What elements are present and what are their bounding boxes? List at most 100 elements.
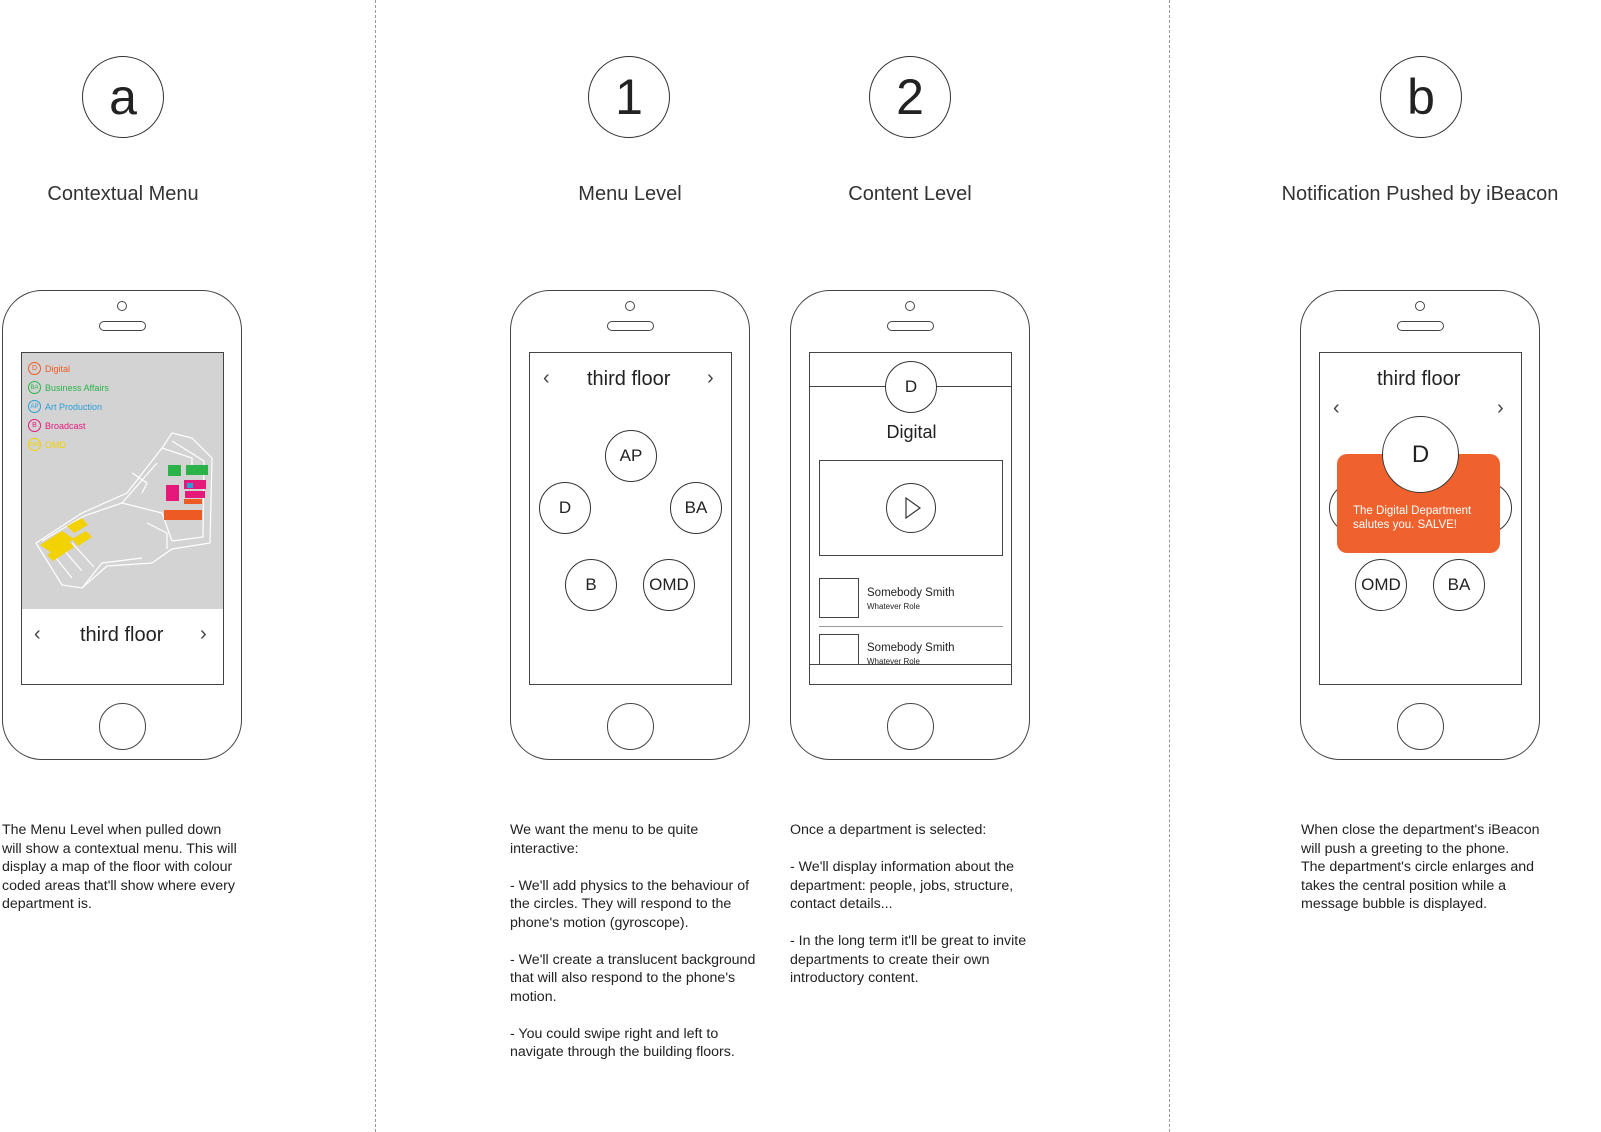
description-line: When close the department's iBeacon will… <box>1301 822 1540 857</box>
phone-screen: third floor ‹ › B AP The Digital Departm… <box>1319 352 1522 685</box>
floor-map: D Digital BA Business Affairs AP Art Pro… <box>22 353 223 609</box>
phone-mockup-content-level: D Digital Somebody Smith Whatever Role S… <box>790 290 1030 760</box>
area-omd <box>47 541 74 561</box>
legend-item-business-affairs[interactable]: BA Business Affairs <box>28 381 109 394</box>
legend-item-digital[interactable]: D Digital <box>28 362 70 375</box>
legend-label: Broadcast <box>45 420 86 431</box>
description-paragraph: - In the long term it'll be great to inv… <box>790 933 1027 986</box>
step-title-b: Notification Pushed by iBeacon <box>1281 183 1559 205</box>
chevron-right-icon[interactable]: › <box>1497 397 1504 419</box>
area-art-production <box>187 483 193 488</box>
video-player[interactable] <box>819 460 1003 556</box>
description-paragraph: - We'll display information about the de… <box>790 859 1015 912</box>
home-button-icon <box>99 703 146 750</box>
camera-icon <box>625 301 635 311</box>
area-omd <box>72 531 92 546</box>
phone-mockup-notification: third floor ‹ › B AP The Digital Departm… <box>1300 290 1540 760</box>
legend-badge: D <box>28 362 41 375</box>
department-node-ba[interactable]: BA <box>670 482 722 534</box>
chevron-left-icon[interactable]: ‹ <box>543 367 550 389</box>
floor-label: third floor <box>587 368 671 390</box>
floor-label: third floor <box>1377 368 1461 390</box>
section-divider <box>375 0 376 1132</box>
person-name: Somebody Smith <box>867 587 955 599</box>
legend-item-omd[interactable]: OMD OMD <box>28 438 66 451</box>
step-marker-1: 1 <box>588 56 670 138</box>
step-title-1: Menu Level <box>578 183 682 205</box>
department-node-d: D <box>885 361 937 413</box>
person-role: Whatever Role <box>867 602 920 611</box>
chevron-left-icon[interactable]: ‹ <box>1333 397 1340 419</box>
chevron-left-icon[interactable]: ‹ <box>34 623 41 645</box>
section-divider <box>1169 0 1170 1132</box>
footer-bar <box>810 664 1011 684</box>
step-marker-a: a <box>82 56 164 138</box>
legend-item-broadcast[interactable]: B Broadcast <box>28 419 86 432</box>
camera-icon <box>117 301 127 311</box>
legend-badge: B <box>28 419 41 432</box>
floor-label: third floor <box>80 624 164 646</box>
speaker-icon <box>887 321 934 331</box>
department-node-d-featured[interactable]: D <box>1382 416 1459 493</box>
home-button-icon <box>607 703 654 750</box>
legend-badge: AP <box>28 400 41 413</box>
description-paragraph: Once a department is selected: <box>790 822 987 838</box>
area-broadcast <box>166 485 179 501</box>
description-b: When close the department's iBeacon will… <box>1301 821 1541 914</box>
legend-label: Digital <box>45 363 71 374</box>
area-broadcast <box>184 480 206 489</box>
speaker-icon <box>607 321 654 331</box>
description-paragraph: We want the menu to be quite interactive… <box>510 822 699 857</box>
home-button-icon <box>887 703 934 750</box>
area-digital <box>184 499 202 504</box>
area-broadcast <box>185 491 205 498</box>
home-button-icon <box>1397 703 1444 750</box>
department-node-omd[interactable]: OMD <box>1355 559 1407 611</box>
department-title: Digital <box>886 422 937 442</box>
description-2: Once a department is selected: - We'll d… <box>790 821 1040 1006</box>
department-areas <box>40 465 208 561</box>
step-title-a: Contextual Menu <box>47 183 199 205</box>
floor-plan-drawing <box>35 432 213 589</box>
department-node-b[interactable]: B <box>565 559 617 611</box>
person-role: Whatever Role <box>867 657 920 666</box>
area-business-affairs <box>168 465 181 476</box>
chevron-right-icon[interactable]: › <box>200 623 207 645</box>
area-omd <box>67 518 88 533</box>
legend-label: Art Production <box>45 401 103 412</box>
avatar <box>819 578 859 618</box>
chevron-right-icon[interactable]: › <box>707 367 714 389</box>
legend-label: Business Affairs <box>45 382 109 393</box>
step-marker-b: b <box>1380 56 1462 138</box>
speaker-icon <box>1397 321 1444 331</box>
phone-mockup-contextual-menu: D Digital BA Business Affairs AP Art Pro… <box>2 290 242 760</box>
legend-item-art-production[interactable]: AP Art Production <box>28 400 102 413</box>
legend-label: OMD <box>45 439 66 450</box>
department-node-ba[interactable]: BA <box>1433 559 1485 611</box>
description-1: We want the menu to be quite interactive… <box>510 821 760 1080</box>
list-item[interactable]: Somebody Smith Whatever Role <box>819 578 1003 627</box>
step-title-2: Content Level <box>848 183 972 205</box>
description-paragraph: - You could swipe right and left to navi… <box>510 1025 735 1061</box>
area-business-affairs <box>186 465 208 475</box>
notification-text: The Digital Department salutes you. SALV… <box>1353 505 1472 531</box>
legend-badge: BA <box>28 381 41 394</box>
department-node-omd[interactable]: OMD <box>643 559 695 611</box>
description-paragraph: - We'll add physics to the behaviour of … <box>510 877 750 931</box>
area-digital <box>164 510 202 520</box>
phone-mockup-menu-level: ‹ third floor › AP D BA B OMD <box>510 290 750 760</box>
description-a: The Menu Level when pulled down will sho… <box>2 821 242 932</box>
department-node-ap[interactable]: AP <box>605 430 657 482</box>
person-name: Somebody Smith <box>867 642 955 654</box>
phone-screen: D Digital Somebody Smith Whatever Role S… <box>809 352 1012 685</box>
camera-icon <box>1415 301 1425 311</box>
description-text: The Menu Level when pulled down will sho… <box>2 822 237 912</box>
step-marker-2: 2 <box>869 56 951 138</box>
area-omd <box>40 531 74 553</box>
speaker-icon <box>99 321 146 331</box>
camera-icon <box>905 301 915 311</box>
phone-screen: ‹ third floor › AP D BA B OMD <box>529 352 732 685</box>
play-icon[interactable] <box>886 483 936 533</box>
phone-screen: D Digital BA Business Affairs AP Art Pro… <box>21 352 224 685</box>
department-node-d[interactable]: D <box>539 482 591 534</box>
